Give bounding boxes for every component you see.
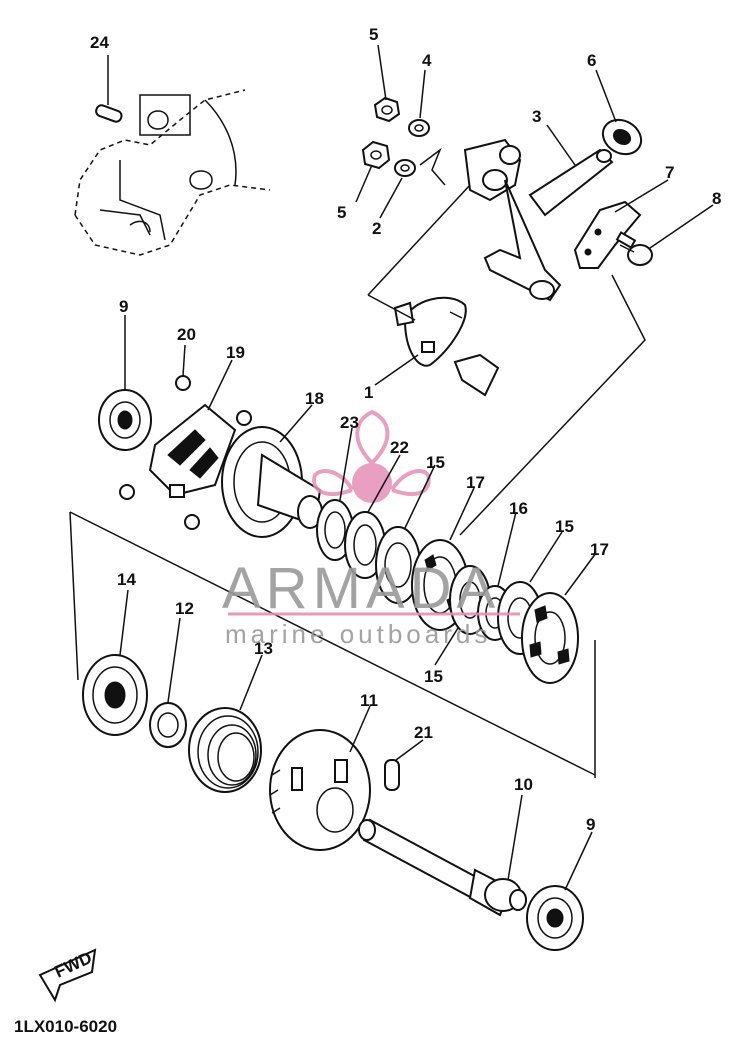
- nut-5a: [373, 96, 401, 123]
- callout-24: 24: [90, 33, 109, 52]
- callout-23: 23: [340, 413, 359, 432]
- callouts: 24 5 4 5 2 3 6 7 8 1 9 20 19 18 23 22 15…: [90, 25, 721, 834]
- washer-4: [408, 119, 430, 137]
- callout-5-top: 5: [369, 25, 378, 44]
- callout-4: 4: [422, 51, 432, 70]
- fwd-arrow-icon: FWD: [38, 948, 97, 1003]
- bearing-9-lower: [526, 885, 584, 951]
- callout-17-top: 17: [466, 473, 485, 492]
- callout-12: 12: [175, 599, 194, 618]
- callout-15-bottom: 15: [424, 667, 443, 686]
- callout-22: 22: [390, 438, 409, 457]
- callout-15-right: 15: [555, 517, 574, 536]
- callout-8: 8: [712, 189, 721, 208]
- callout-21: 21: [414, 723, 433, 742]
- shift-cam-19: [148, 403, 237, 498]
- callout-18: 18: [305, 389, 324, 408]
- callout-7: 7: [665, 163, 674, 182]
- callout-13: 13: [254, 639, 273, 658]
- nut-5b: [361, 140, 391, 170]
- dowel-pin-24: [95, 104, 123, 123]
- kick-gear-11: [269, 729, 371, 851]
- washer-2: [394, 159, 416, 177]
- shaft-10: [358, 818, 527, 917]
- stopper-plate-7: [573, 200, 642, 269]
- callout-2: 2: [372, 219, 381, 238]
- bushing-12: [149, 702, 187, 748]
- dog-clutch-18: [221, 426, 323, 538]
- callout-11: 11: [360, 691, 378, 710]
- callout-10: 10: [514, 775, 533, 794]
- shift-guide-1: [393, 296, 467, 367]
- callout-16: 16: [509, 499, 528, 518]
- watermark-tagline: marine outboards: [225, 619, 491, 649]
- watermark-brand: ARMADA: [222, 556, 500, 621]
- callout-9-upper: 9: [119, 297, 128, 316]
- callout-3: 3: [532, 107, 541, 126]
- watermark: ARMADA marine outboards: [222, 556, 520, 649]
- bearing-9-upper: [98, 389, 152, 451]
- oil-seal-14: [82, 654, 148, 736]
- leader-lines: [107, 44, 714, 891]
- callout-19: 19: [226, 343, 245, 362]
- callout-14: 14: [117, 570, 136, 589]
- screw-8: [615, 231, 653, 266]
- callout-20: 20: [177, 325, 196, 344]
- oil-seal-6: [601, 118, 643, 156]
- callout-1: 1: [364, 383, 373, 402]
- callout-5-lower: 5: [337, 203, 346, 222]
- callout-9-lower: 9: [586, 815, 595, 834]
- shift-pin: [453, 353, 500, 397]
- callout-15-top: 15: [426, 453, 445, 472]
- callout-6: 6: [587, 51, 596, 70]
- steel-balls-20: [119, 375, 252, 530]
- shift-lever-3: [463, 138, 614, 302]
- drawing-code: 1LX010-6020: [14, 1017, 117, 1036]
- armada-logo-watermark: [312, 409, 431, 503]
- spring-13: [188, 707, 262, 793]
- pin-21: [384, 759, 400, 791]
- callout-17-right: 17: [590, 540, 609, 559]
- gear-17b: [521, 592, 579, 684]
- crankcase-outline: [74, 89, 271, 256]
